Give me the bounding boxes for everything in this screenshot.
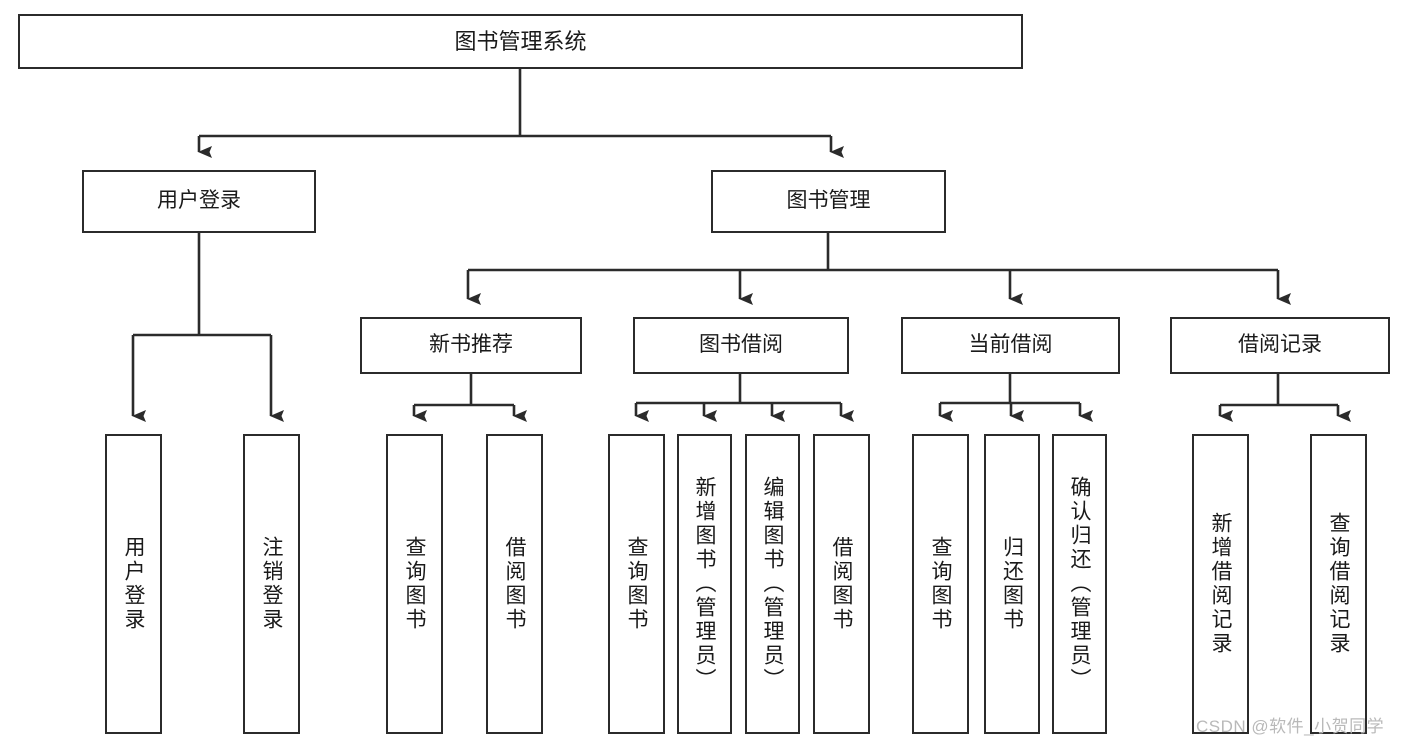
node-leaf-query-book-2[interactable]: 查询图书 — [608, 434, 665, 734]
node-leaf-user-logout-label: 注销登录 — [260, 536, 283, 632]
node-borrow-record-label: 借阅记录 — [1238, 333, 1322, 357]
node-leaf-borrow-book-1[interactable]: 借阅图书 — [486, 434, 543, 734]
node-leaf-query-book-3[interactable]: 查询图书 — [912, 434, 969, 734]
node-leaf-confirm-return-label: 确认归还（管理员） — [1068, 476, 1091, 692]
node-leaf-query-record-label: 查询借阅记录 — [1327, 512, 1350, 656]
node-leaf-borrow-book-1-label: 借阅图书 — [503, 536, 526, 632]
node-leaf-confirm-return[interactable]: 确认归还（管理员） — [1052, 434, 1107, 734]
node-leaf-query-book-1-label: 查询图书 — [403, 536, 426, 632]
node-leaf-query-book-2-label: 查询图书 — [625, 536, 648, 632]
node-book-manage-label: 图书管理 — [786, 189, 871, 213]
node-leaf-add-record-label: 新增借阅记录 — [1209, 512, 1232, 656]
node-current-borrow[interactable]: 当前借阅 — [901, 317, 1120, 374]
node-book-borrow[interactable]: 图书借阅 — [633, 317, 849, 374]
node-leaf-return-book-label: 归还图书 — [1000, 536, 1024, 632]
node-new-book-rec-label: 新书推荐 — [429, 333, 513, 357]
node-current-borrow-label: 当前借阅 — [968, 333, 1053, 357]
node-book-manage[interactable]: 图书管理 — [711, 170, 946, 233]
node-leaf-user-logout[interactable]: 注销登录 — [243, 434, 300, 734]
node-leaf-user-login[interactable]: 用户登录 — [105, 434, 162, 734]
node-leaf-add-book-label: 新增图书（管理员） — [693, 476, 716, 692]
node-new-book-rec[interactable]: 新书推荐 — [360, 317, 582, 374]
node-book-borrow-label: 图书借阅 — [699, 333, 783, 357]
node-leaf-borrow-book-2[interactable]: 借阅图书 — [813, 434, 870, 734]
node-leaf-add-record[interactable]: 新增借阅记录 — [1192, 434, 1249, 734]
node-root[interactable]: 图书管理系统 — [18, 14, 1023, 69]
node-borrow-record[interactable]: 借阅记录 — [1170, 317, 1390, 374]
node-user-login-label: 用户登录 — [157, 189, 241, 213]
node-leaf-user-login-label: 用户登录 — [122, 536, 145, 632]
node-leaf-query-book-3-label: 查询图书 — [929, 536, 952, 632]
node-leaf-query-record[interactable]: 查询借阅记录 — [1310, 434, 1367, 734]
node-leaf-query-book-1[interactable]: 查询图书 — [386, 434, 443, 734]
node-root-label: 图书管理系统 — [454, 28, 587, 54]
node-user-login[interactable]: 用户登录 — [82, 170, 316, 233]
csdn-watermark: CSDN @软件_小贺同学 — [1196, 717, 1385, 736]
node-leaf-edit-book-label: 编辑图书（管理员） — [761, 476, 784, 692]
node-leaf-edit-book[interactable]: 编辑图书（管理员） — [745, 434, 800, 734]
node-leaf-return-book[interactable]: 归还图书 — [984, 434, 1040, 734]
node-leaf-borrow-book-2-label: 借阅图书 — [830, 536, 853, 632]
node-leaf-add-book[interactable]: 新增图书（管理员） — [677, 434, 732, 734]
